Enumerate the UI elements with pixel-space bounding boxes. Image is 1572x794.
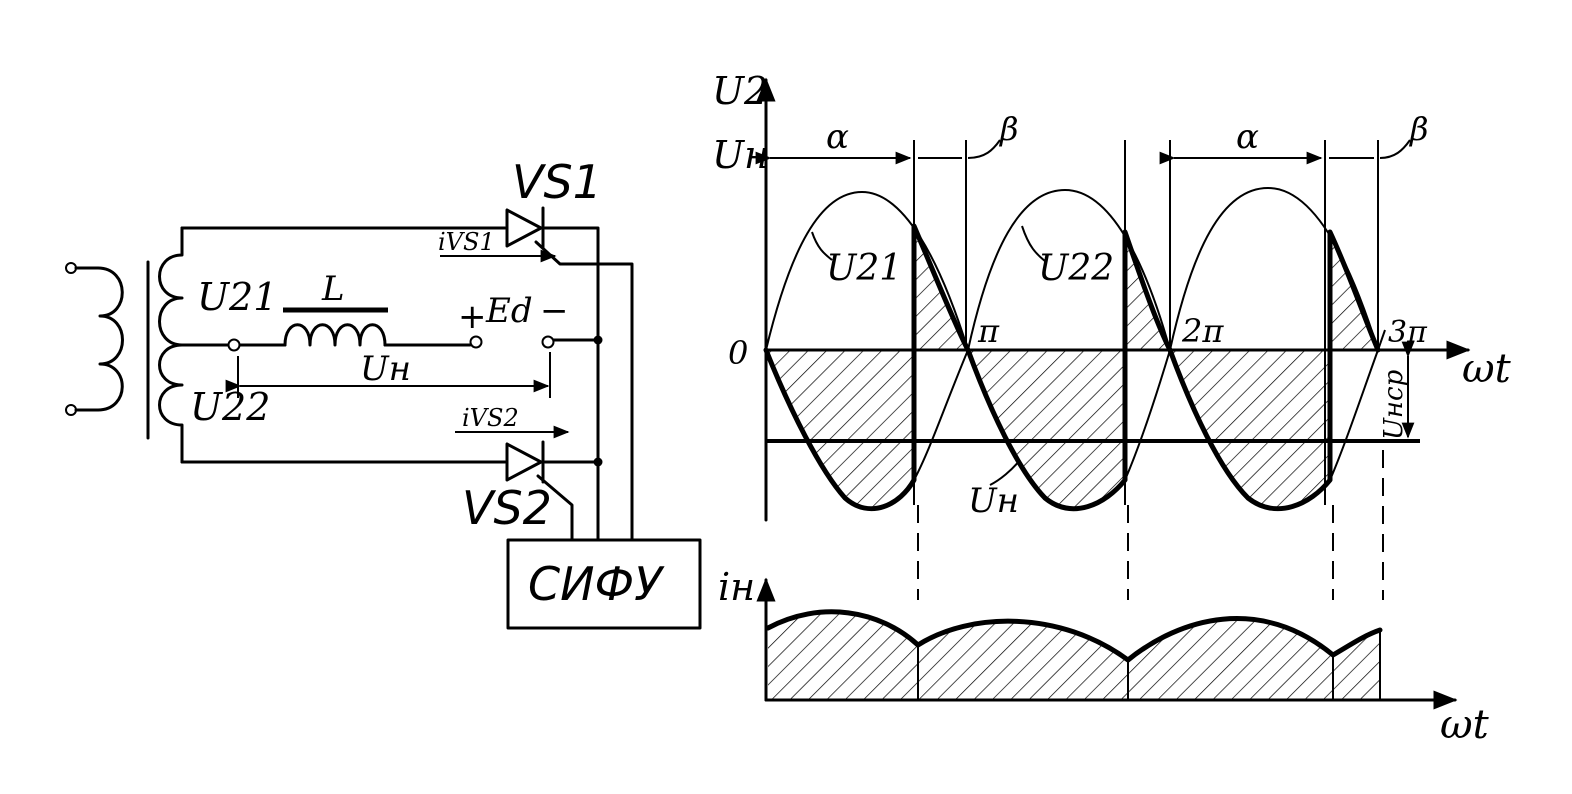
vs2-gate-lead — [536, 474, 574, 542]
label-2pi: 2π — [1181, 312, 1224, 350]
label-vs1: VS1 — [512, 155, 602, 209]
label-x-wt: ωt — [1462, 346, 1512, 392]
label-y-u2: U2 — [712, 69, 768, 113]
hatch-region-b2 — [1125, 232, 1170, 350]
label-u21-curve: U21 — [826, 248, 902, 289]
label-control-unit: СИФУ — [528, 557, 665, 611]
ed-terminal-plus — [469, 335, 483, 349]
center-tap-node — [227, 338, 241, 352]
beta-leader-1 — [967, 139, 1001, 159]
label-load-voltage: Uн — [360, 349, 411, 389]
node-right-mid — [593, 335, 603, 345]
thyristor-vs2-icon — [505, 442, 543, 482]
hatch-region-a2 — [968, 350, 1125, 509]
hatch-region-a1 — [766, 350, 914, 509]
label-ed: Ed — [485, 291, 533, 331]
label-inductor: L — [321, 269, 345, 309]
label-beta-2: β — [1409, 110, 1429, 148]
curve-neg-2 — [1124, 349, 1171, 481]
label-origin: 0 — [728, 334, 748, 372]
label-vs2: VS2 — [462, 481, 552, 535]
label-u22-curve: U22 — [1038, 248, 1114, 289]
label-alpha-1: α — [826, 117, 849, 157]
wire-top-right — [543, 226, 600, 530]
curve-neg-3 — [1329, 329, 1386, 481]
hatch-region-b1 — [914, 226, 968, 350]
current-curve — [765, 609, 1383, 663]
label-ivs2: iVS2 — [462, 404, 519, 432]
label-ed-plus: + — [458, 297, 487, 337]
thyristor-vs1-icon — [505, 208, 543, 248]
label-alpha-2: α — [1236, 117, 1259, 157]
beta-leader-2 — [1379, 139, 1411, 159]
label-u21: U21 — [197, 275, 277, 319]
label-ed-minus: − — [540, 291, 569, 331]
label-beta-1: β — [999, 110, 1019, 148]
control-unit-box — [506, 538, 702, 630]
label-x-wt-current: ωt — [1440, 702, 1490, 748]
secondary-coil — [158, 226, 184, 464]
inductor-coil — [283, 323, 387, 347]
circuit-schematic: U21 U22 L Uн + Ed − VS1 VS2 iVS1 iVS2 СИ… — [65, 155, 702, 630]
label-un-curve: Uн — [968, 481, 1019, 521]
ed-terminal-minus — [541, 335, 555, 349]
label-i-n: iн — [718, 565, 755, 609]
label-y-un: Uн — [712, 133, 769, 177]
label-3pi: 3π — [1388, 315, 1428, 350]
curve-u22 — [967, 188, 1171, 351]
current-plot: iн ωt — [718, 565, 1490, 748]
curve-u21 — [765, 190, 969, 351]
label-u22: U22 — [190, 385, 270, 429]
label-mean-voltage: Uнср — [1379, 369, 1409, 440]
current-hatch-fill — [768, 611, 1380, 700]
label-pi: π — [977, 312, 1000, 350]
primary-coil — [74, 266, 124, 412]
hatch-region-a3 — [1170, 350, 1330, 509]
label-ivs1: iVS1 — [438, 228, 495, 256]
curve-un — [763, 223, 1381, 512]
curve-neg-1 — [913, 349, 969, 481]
voltage-plot: U2 Uн 0 ωt π 2π 3π α β α β U21 U22 Uн Uн… — [712, 69, 1512, 600]
